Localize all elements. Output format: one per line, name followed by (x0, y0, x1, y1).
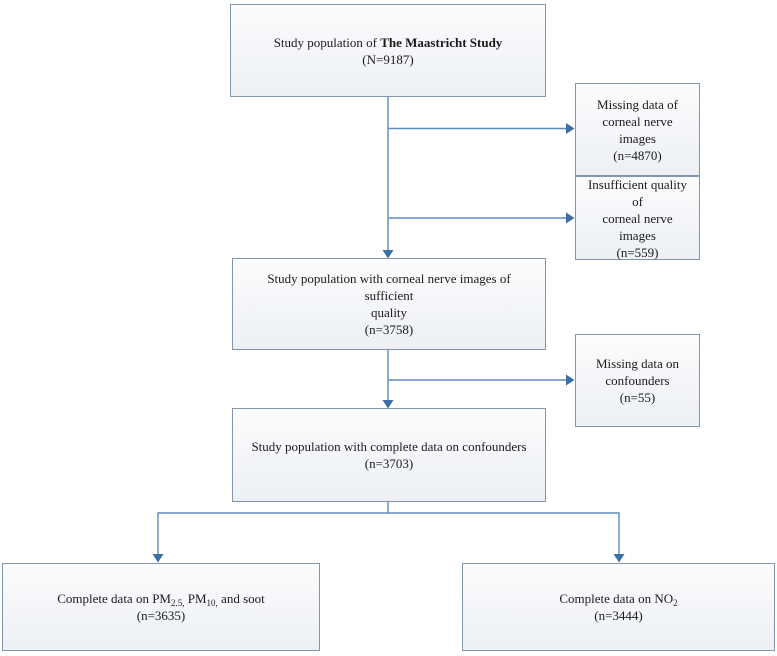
box-complete-pm-mid: PM (184, 591, 207, 606)
box-sufficient-quality-line1: Study population with corneal nerve imag… (267, 271, 511, 303)
box-missing-confounders: Missing data on confounders (n=55) (575, 334, 700, 427)
box-complete-pm-line1: Complete data on PM2.5, PM10, and soot (13, 590, 309, 608)
box-sufficient-quality: Study population with corneal nerve imag… (232, 258, 546, 350)
box-complete-pm-sub1: 2.5, (171, 598, 185, 608)
box-study-population-line1: Study population of The Maastricht Study (241, 34, 535, 51)
box-insufficient-quality-line2: corneal nerve images (602, 210, 673, 243)
box-missing-confounders-line2: confounders (605, 373, 670, 388)
box-missing-confounders-count: (n=55) (619, 390, 656, 405)
box-complete-no2-sub1: 2 (673, 598, 678, 608)
box-study-population-text-bold: The Maastricht Study (380, 34, 503, 50)
box-missing-corneal: Missing data of corneal nerve images (n=… (575, 83, 700, 176)
arrowhead-down-complete-no2 (613, 554, 625, 563)
box-complete-no2-line1: Complete data on NO2 (473, 590, 764, 608)
arrowhead-down-complete-pm (152, 554, 164, 563)
box-missing-corneal-count: (n=4870) (613, 147, 662, 163)
arrowhead-down-complete (382, 400, 394, 409)
box-sufficient-quality-count: (n=3758) (364, 322, 414, 337)
box-complete-pm-count: (n=3635) (136, 608, 186, 623)
box-complete-confounders-count: (n=3703) (364, 456, 414, 471)
box-missing-corneal-line2: corneal nerve images (602, 113, 673, 146)
box-insufficient-quality: Insufficient quality of corneal nerve im… (575, 176, 700, 260)
box-complete-no2-prefix: Complete data on NO (559, 591, 674, 606)
box-complete-confounders: Study population with complete data on c… (232, 408, 546, 502)
box-sufficient-quality-line2: quality (370, 305, 408, 320)
box-missing-confounders-line1: Missing data on (595, 356, 680, 371)
arrowhead-right-missing-corneal (566, 123, 575, 134)
box-study-population-text-normal: Study population of (273, 34, 381, 50)
box-complete-no2: Complete data on NO2 (n=3444) (462, 563, 775, 651)
box-complete-no2-count: (n=3444) (594, 608, 643, 623)
box-complete-pm: Complete data on PM2.5, PM10, and soot (… (2, 563, 320, 651)
arrowhead-right-insufficient-quality (566, 212, 575, 224)
box-complete-confounders-line1: Study population with complete data on c… (251, 439, 527, 454)
arrowhead-down-sufficient (382, 250, 394, 259)
box-study-population: Study population of The Maastricht Study… (230, 4, 546, 97)
box-complete-pm-suffix: and soot (217, 591, 265, 606)
box-insufficient-quality-count: (n=559) (616, 244, 659, 260)
connector-split-bottom (157, 512, 620, 559)
box-missing-corneal-line1: Missing data of (597, 96, 678, 112)
arrowhead-right-missing-confounders (566, 374, 575, 386)
box-complete-pm-sub2: 10, (206, 598, 218, 608)
box-complete-pm-prefix: Complete data on PM (57, 591, 171, 606)
box-insufficient-quality-line1: Insufficient quality of (587, 176, 688, 209)
box-study-population-count: (N=9187) (362, 51, 414, 67)
